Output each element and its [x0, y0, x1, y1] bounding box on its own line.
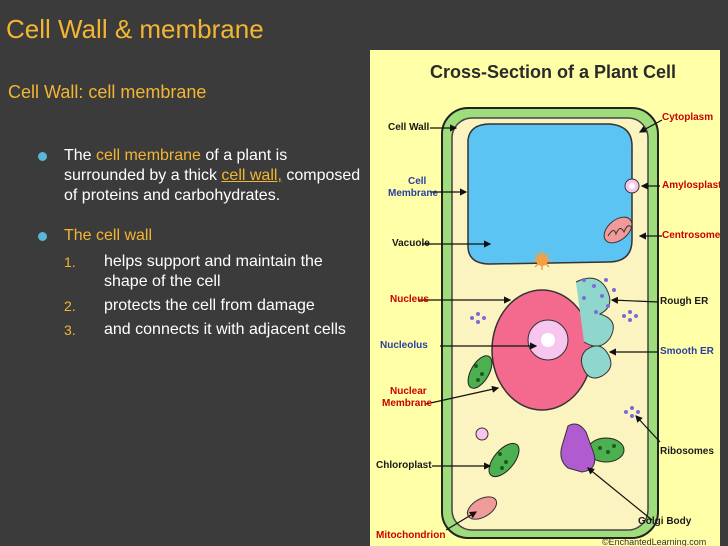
slide-title: Cell Wall & membrane [6, 14, 264, 44]
chloroplast-left [467, 355, 493, 389]
bullet1-mid: of a plant is surrounded by a thick [64, 147, 288, 184]
label-vacuole: Vacuole [392, 238, 430, 249]
slide-subtitle: Cell Wall: cell membrane [8, 82, 207, 102]
label-rough-er: Rough ER [660, 296, 709, 307]
bullet-dot-icon [38, 152, 47, 161]
list-item-number: 3. [64, 322, 76, 338]
list-item-text: protects the cell from damage [104, 297, 315, 314]
label-mitochondrion: Mitochondrion [376, 530, 446, 541]
label-nuclear-membrane-1: Nuclear [390, 386, 427, 397]
list-item-text: and connects it with adjacent cells [104, 321, 346, 338]
label-ribosomes: Ribosomes [660, 446, 714, 457]
chloroplast-bottom [488, 442, 520, 478]
diagram-title: Cross-Section of a Plant Cell [430, 62, 677, 82]
plant-cell-illustration [418, 107, 663, 539]
list-item-number: 2. [64, 298, 76, 314]
list-item: 3. and connects it with adjacent cells [32, 320, 362, 340]
label-amylosplast: Amylosplast [662, 180, 720, 191]
bullet1-highlight-membrane: cell membrane [96, 147, 201, 164]
copyright-note: ©EnchantedLearning.com [602, 537, 707, 546]
list-item-text: helps support and maintain the shape of … [104, 253, 323, 290]
bullet1-pre: The [64, 147, 97, 164]
list-item: 1. helps support and maintain the shape … [32, 252, 362, 292]
bullet1-highlight-wall: cell wall, [221, 167, 282, 184]
plant-cell-diagram: Cross-Section of a Plant Cell Cell Wall … [370, 50, 720, 546]
label-cell-membrane-1: Cell [408, 176, 427, 187]
label-nucleus: Nucleus [390, 294, 429, 305]
bullet-dot-icon [38, 232, 47, 241]
bullet-cell-wall: The cell wall [32, 226, 362, 246]
ribosomes-dots [470, 310, 640, 418]
bullet2-heading: The cell wall [64, 227, 153, 244]
vacuole [467, 123, 633, 265]
list-item-number: 1. [64, 254, 76, 270]
label-nuclear-membrane-2: Membrane [382, 398, 433, 409]
smooth-er-organelle [580, 345, 612, 379]
label-chloroplast: Chloroplast [376, 460, 432, 471]
label-centrosome: Centrosome [662, 230, 720, 241]
label-cell-wall: Cell Wall [388, 122, 430, 133]
list-item: 2. protects the cell from damage [32, 296, 362, 316]
bullet1-post: composed of proteins and carbohydrates. [64, 167, 361, 204]
label-cytoplasm: Cytoplasm [662, 112, 714, 123]
label-golgi-body: Golgi Body [638, 516, 692, 527]
label-smooth-er: Smooth ER [660, 346, 714, 357]
label-nucleolus: Nucleolus [380, 340, 428, 351]
label-cell-membrane-2: Membrane [388, 188, 439, 199]
slide-content: The cell membrane of a plant is surround… [32, 146, 362, 344]
bullet-cell-membrane: The cell membrane of a plant is surround… [32, 146, 362, 206]
